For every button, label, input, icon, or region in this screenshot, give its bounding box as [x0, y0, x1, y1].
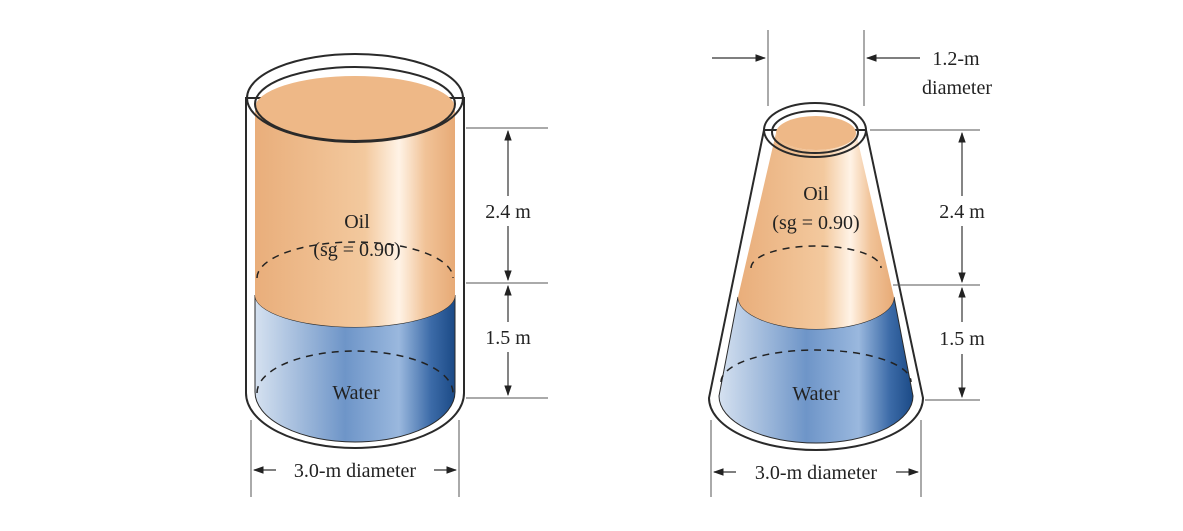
right-tank-rim-outer [763, 102, 867, 158]
right-oil-surface [776, 116, 856, 150]
left-oil-dashed-edge [256, 241, 454, 279]
left-water-label: Water [332, 382, 380, 404]
left-tank: Oil (sg = 0.90) Water [245, 53, 465, 449]
right-tank: Oil (sg = 0.90) Water [707, 102, 925, 451]
left-oil-label: Oil [344, 211, 370, 233]
right-tank-rim-inner [771, 110, 859, 154]
right-top-diameter-word: diameter [922, 77, 992, 99]
right-oil-dashed-edge [750, 245, 882, 269]
right-water-dashed-edge [720, 349, 912, 383]
right-diameter-label: 3.0-m diameter [755, 462, 878, 484]
right-height-dimensions: 2.4 m 1.5 m [870, 129, 985, 401]
right-water-depth-label: 1.5 m [939, 328, 985, 350]
right-diameter-dimension: 3.0-m diameter [710, 420, 922, 497]
left-water-depth-label: 1.5 m [485, 327, 531, 349]
right-top-diameter-value: 1.2-m [932, 48, 980, 70]
right-oil-body [738, 133, 894, 329]
left-oil-depth-label: 2.4 m [485, 201, 531, 223]
left-oil-body [255, 108, 455, 327]
right-water-label: Water [792, 383, 840, 405]
left-oil-sg-label: (sg = 0.90) [313, 239, 400, 261]
left-diameter-dimension: 3.0-m diameter [250, 420, 460, 497]
right-top-diameter-dimension: 1.2-m diameter [712, 30, 992, 106]
right-oil-label: Oil [803, 183, 829, 205]
left-diameter-label: 3.0-m diameter [294, 460, 417, 482]
right-oil-sg-label: (sg = 0.90) [772, 212, 859, 234]
left-oil-surface [255, 76, 455, 140]
right-oil-depth-label: 2.4 m [939, 201, 985, 223]
left-tank-rim-inner [254, 66, 456, 142]
left-height-dimensions: 2.4 m 1.5 m [466, 127, 548, 399]
